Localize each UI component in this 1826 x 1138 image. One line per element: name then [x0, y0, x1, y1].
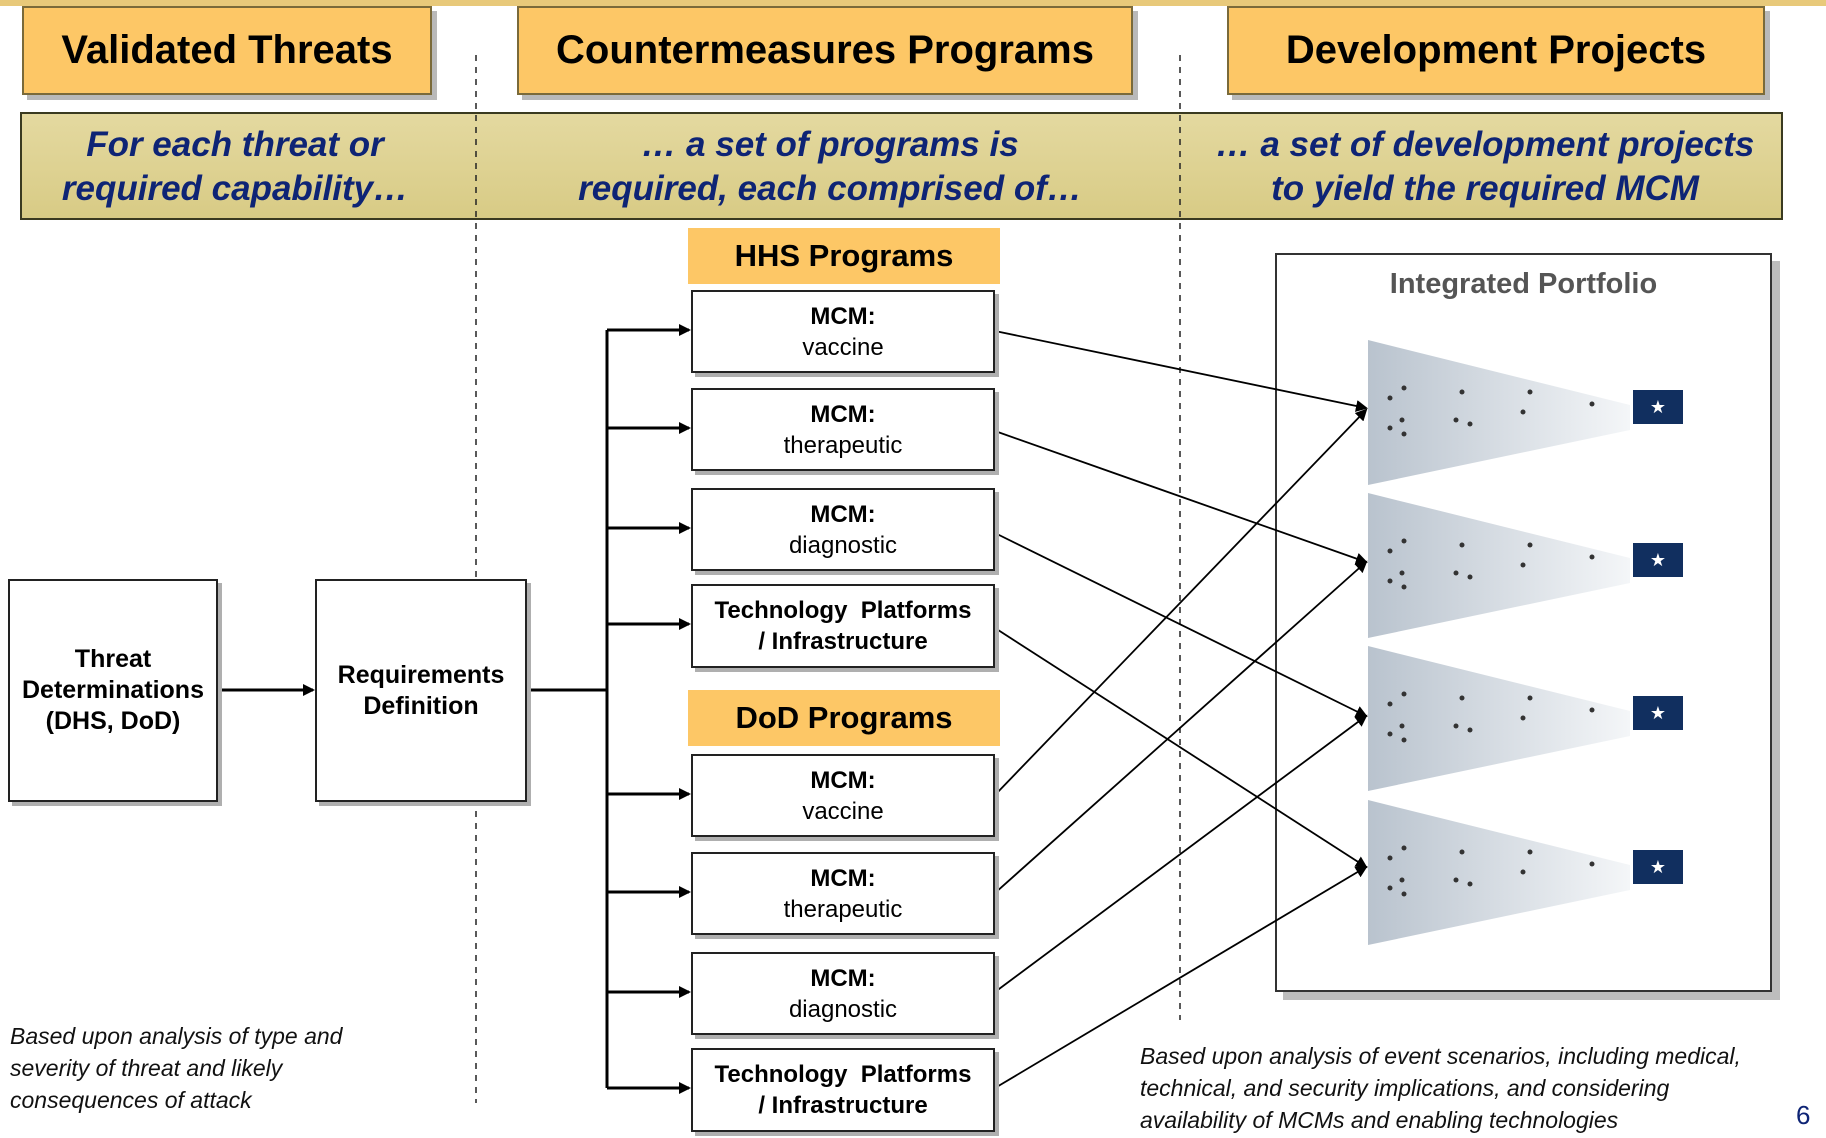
funnel-3 — [1368, 646, 1630, 791]
note-left-line1: Based upon analysis of type and — [10, 1023, 343, 1049]
dod-technology-platforms-program: Technology Platforms / Infrastructure — [691, 1048, 995, 1132]
note-left-line3: consequences of attack — [10, 1087, 252, 1113]
dod-programs-text: DoD Programs — [735, 700, 953, 735]
banner-col2-line2: required, each comprised of… — [578, 169, 1082, 208]
note-right: Based upon analysis of event scenarios, … — [1140, 1040, 1826, 1136]
program-sub: therapeutic — [783, 895, 903, 923]
hhs-programs-text: HHS Programs — [734, 238, 954, 273]
program-sub: diagnostic — [788, 531, 898, 559]
top-accent-strip — [0, 0, 1826, 6]
funnel-4 — [1368, 800, 1630, 945]
bus-arrows — [607, 324, 691, 1094]
header-development-label: Development Projects — [1285, 28, 1707, 72]
requirements-line1: Requirements — [337, 660, 505, 689]
note-left-line2: severity of threat and likely — [10, 1055, 283, 1081]
banner-text-col1: For each threat or required capability… — [30, 119, 440, 215]
page-number: 6 — [1796, 1100, 1811, 1130]
portfolio-title: Integrated Portfolio — [1389, 268, 1658, 300]
note-left: Based upon analysis of type and severity… — [10, 1020, 470, 1116]
description-banner — [20, 112, 1783, 220]
threat-line2: Determinations — [22, 676, 204, 704]
program-sub: / Infrastructure — [758, 628, 928, 655]
requirements-line2: Definition — [363, 691, 479, 720]
program-sub: diagnostic — [788, 995, 898, 1023]
program-sub: / Infrastructure — [758, 1092, 928, 1119]
threat-determinations-box: Threat Determinations (DHS, DoD) — [8, 579, 218, 802]
banner-col2-line1: … a set of programs is — [641, 125, 1019, 164]
program-title: MCM: — [810, 302, 876, 330]
program-title: Technology Platforms — [714, 597, 972, 624]
program-title: MCM: — [810, 500, 876, 528]
hhs-therapeutic-program: MCM: therapeutic — [691, 388, 995, 471]
threat-line3: (DHS, DoD) — [45, 707, 181, 735]
program-title: Technology Platforms — [714, 1061, 972, 1088]
hhs-technology-platforms-program: Technology Platforms / Infrastructure — [691, 584, 995, 668]
banner-col3-line1: … a set of development projects — [1215, 125, 1755, 164]
program-title: MCM: — [810, 766, 876, 794]
banner-col1-line1: For each threat or — [86, 125, 384, 164]
program-to-project-arrows — [994, 330, 1368, 1089]
star-glyph: ★ — [1649, 549, 1667, 570]
dod-therapeutic-program: MCM: therapeutic — [691, 852, 995, 935]
dod-vaccine-program: MCM: vaccine — [691, 754, 995, 837]
star-glyph: ★ — [1649, 856, 1667, 877]
star-icon: ★ — [1633, 390, 1683, 424]
header-countermeasures-label: Countermeasures Programs — [556, 28, 1094, 72]
header-validated-threats-label: Validated Threats — [61, 28, 393, 72]
header-countermeasures-programs: Countermeasures Programs — [517, 6, 1133, 95]
program-title: MCM: — [810, 864, 876, 892]
banner-col3-line2: to yield the required MCM — [1271, 169, 1699, 208]
funnel-2 — [1368, 493, 1630, 638]
banner-text-col2: … a set of programs is required, each co… — [540, 119, 1120, 215]
hhs-vaccine-program: MCM: vaccine — [691, 290, 995, 373]
star-glyph: ★ — [1649, 702, 1667, 723]
threat-line1: Threat — [74, 645, 152, 673]
program-title: MCM: — [810, 400, 876, 428]
funnel-1 — [1368, 340, 1630, 485]
program-sub: therapeutic — [783, 431, 903, 459]
requirements-definition-box: Requirements Definition — [315, 579, 527, 802]
star-icon: ★ — [1633, 850, 1683, 884]
dod-programs-label: DoD Programs — [688, 690, 1000, 746]
program-sub: vaccine — [802, 333, 884, 361]
program-sub: vaccine — [802, 797, 884, 825]
note-right-line3: availability of MCMs and enabling techno… — [1140, 1107, 1619, 1133]
hhs-diagnostic-program: MCM: diagnostic — [691, 488, 995, 571]
star-icon: ★ — [1633, 696, 1683, 730]
program-title: MCM: — [810, 964, 876, 992]
star-glyph: ★ — [1649, 396, 1667, 417]
star-icon: ★ — [1633, 543, 1683, 577]
header-validated-threats: Validated Threats — [22, 6, 432, 95]
banner-col1-line2: required capability… — [61, 169, 409, 208]
note-right-line2: technical, and security implications, an… — [1140, 1075, 1670, 1101]
dod-diagnostic-program: MCM: diagnostic — [691, 952, 995, 1035]
hhs-programs-label: HHS Programs — [688, 228, 1000, 284]
header-development-projects: Development Projects — [1227, 6, 1765, 95]
note-right-line1: Based upon analysis of event scenarios, … — [1140, 1043, 1741, 1069]
banner-text-col3: … a set of development projects to yield… — [1185, 119, 1785, 215]
